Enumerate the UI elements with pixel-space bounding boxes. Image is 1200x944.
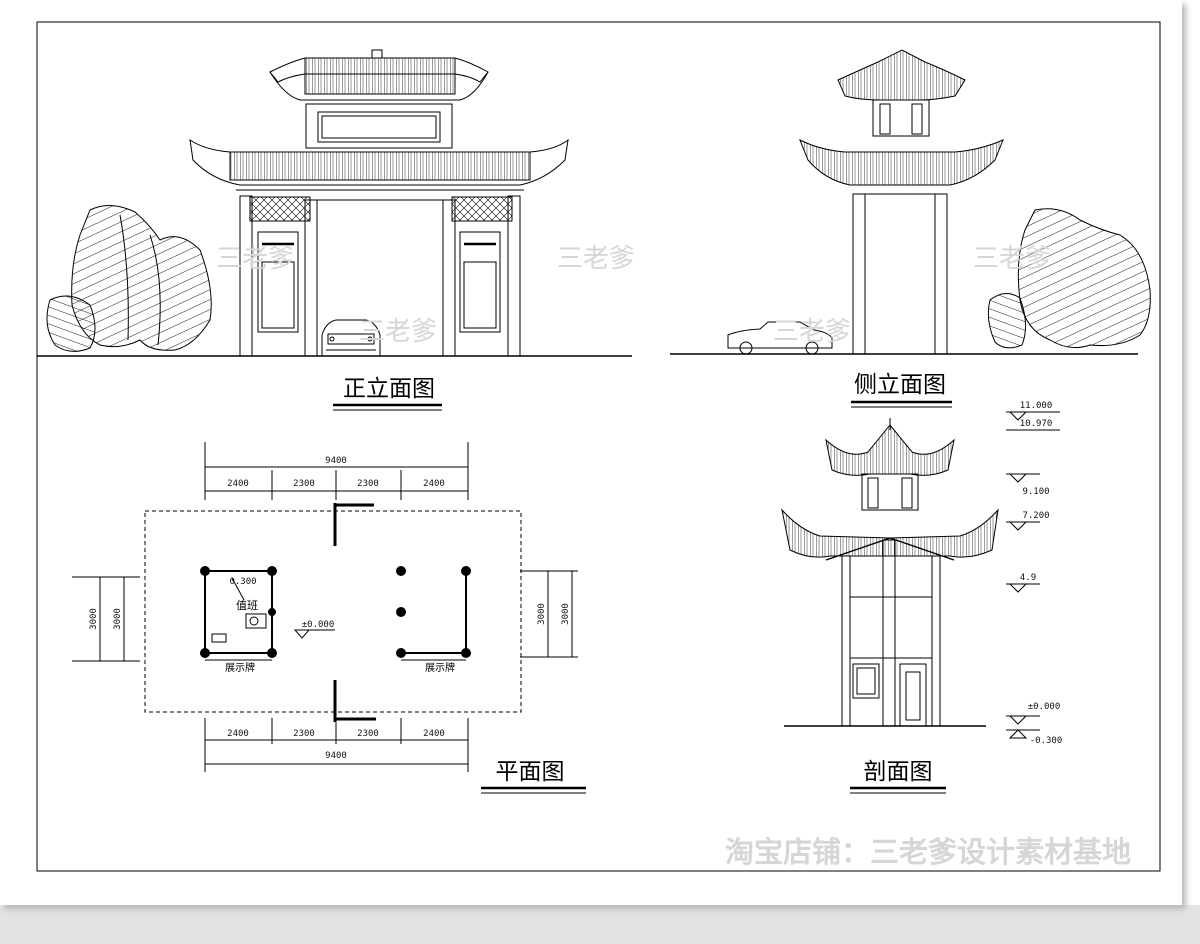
dim-span-2-bottom: 2300 [293,729,315,739]
guard-room-label: 值班 [236,599,258,612]
level-10970: 10.970 [1020,419,1053,429]
dim-span-2-top: 2300 [293,479,315,489]
section-view [781,411,1060,739]
rockery-right [987,208,1151,349]
page-shadow [0,905,1200,944]
car-side [727,321,833,355]
car-front [321,319,381,357]
watermark-3: 三老爹 [973,244,1051,274]
rockery-left [46,205,212,352]
watermark-shop: 淘宝店铺：三老爹设计素材基地 [725,835,1131,869]
lower-roof [189,138,569,186]
dim-depth-left-outer: 3000 [89,608,99,630]
watermark-4: 三老爹 [359,317,437,347]
dim-depth-right-outer: 3000 [561,603,571,625]
watermark-5: 三老爹 [773,317,851,347]
level-4-9: 4.9 [1020,573,1036,583]
side-elevation [670,49,1151,355]
side-elevation-title: 侧立面图 [854,372,946,398]
dim-depth-left-inner: 3000 [113,608,123,630]
section-window [852,663,880,699]
right-notice-panel [459,231,501,333]
left-notice-panel [257,231,299,333]
top-roof [837,49,966,101]
dim-span-1-bottom: 2400 [227,729,249,739]
plan-title: 平面图 [496,759,565,785]
dim-span-3-bottom: 2300 [357,729,379,739]
upper-roof-tiles [304,57,456,95]
dim-span-3-top: 2300 [357,479,379,489]
sign-right-label: 展示牌 [425,661,455,674]
watermark-1: 三老爹 [216,244,294,274]
watermark-2: 三老爹 [557,244,635,274]
sheet-border [36,21,1161,872]
dim-span-1-top: 2400 [227,479,249,489]
name-plaque [317,111,441,143]
upper-roof-ridge [269,57,489,83]
dim-depth-right-inner: 3000 [537,603,547,625]
level-minus-0300: -0.300 [1030,736,1063,746]
level-0: ±0.000 [1028,702,1061,712]
plan-columns [200,566,471,658]
dim-span-4-top: 2400 [423,479,445,489]
sign-left-label: 展示牌 [225,661,255,674]
front-elevation-title: 正立面图 [343,376,435,402]
floor-level: ±0.000 [302,620,335,630]
section-door [899,663,927,727]
dim-span-4-bottom: 2400 [423,729,445,739]
dim-total-top: 9400 [325,456,347,466]
side-wall [852,193,948,355]
room-level: 0.300 [229,577,256,587]
dim-total-bottom: 9400 [325,751,347,761]
level-7200: 7.200 [1022,511,1049,521]
plan-view [72,442,578,772]
front-elevation [37,49,632,357]
section-title: 剖面图 [864,759,933,785]
level-11000: 11.000 [1020,401,1053,411]
roof-outline [144,510,522,713]
level-9100: 9.100 [1022,487,1049,497]
watermarks: 三老爹 三老爹 三老爹 三老爹 三老爹 淘宝店铺：三老爹设计素材基地 [216,244,1131,869]
